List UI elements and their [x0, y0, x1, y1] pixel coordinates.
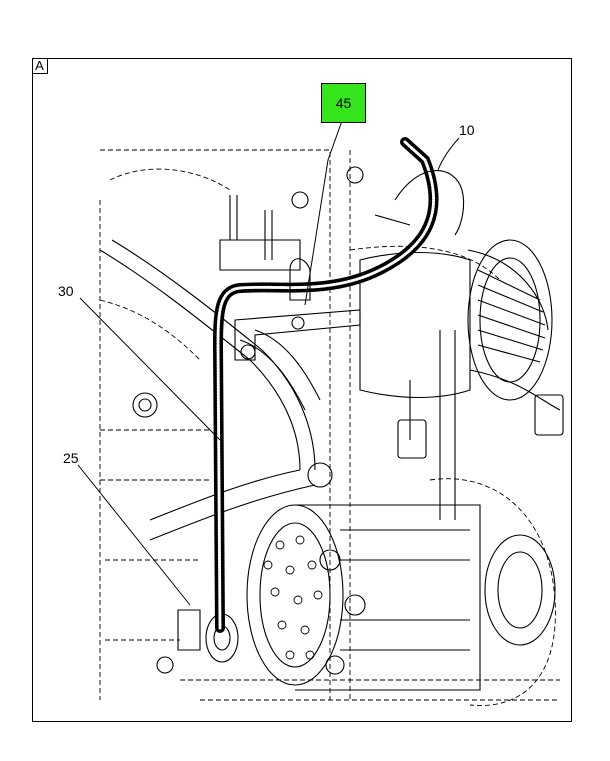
pulley [484, 534, 556, 646]
leader-45 [304, 117, 344, 306]
leader-25 [77, 464, 191, 606]
terminal-nut [177, 609, 201, 651]
alternator-vent-holes [263, 535, 323, 660]
compressor-clutch [467, 239, 553, 401]
battery-cable [212, 137, 439, 633]
leader-30 [79, 297, 221, 441]
callout-10-label: 10 [459, 122, 475, 138]
component-outlines [99, 166, 564, 691]
engine-background-outlines [99, 149, 560, 706]
callout-30-label: 30 [58, 283, 74, 299]
callout-25-label: 25 [63, 450, 79, 466]
leader-10 [437, 137, 460, 171]
view-tag: A [32, 58, 48, 74]
view-frame [32, 58, 572, 722]
mounting-bracket [234, 309, 361, 361]
callout-45-box: 45 [321, 83, 366, 123]
callout-leaders [77, 117, 460, 606]
cable-clip [289, 170, 465, 301]
